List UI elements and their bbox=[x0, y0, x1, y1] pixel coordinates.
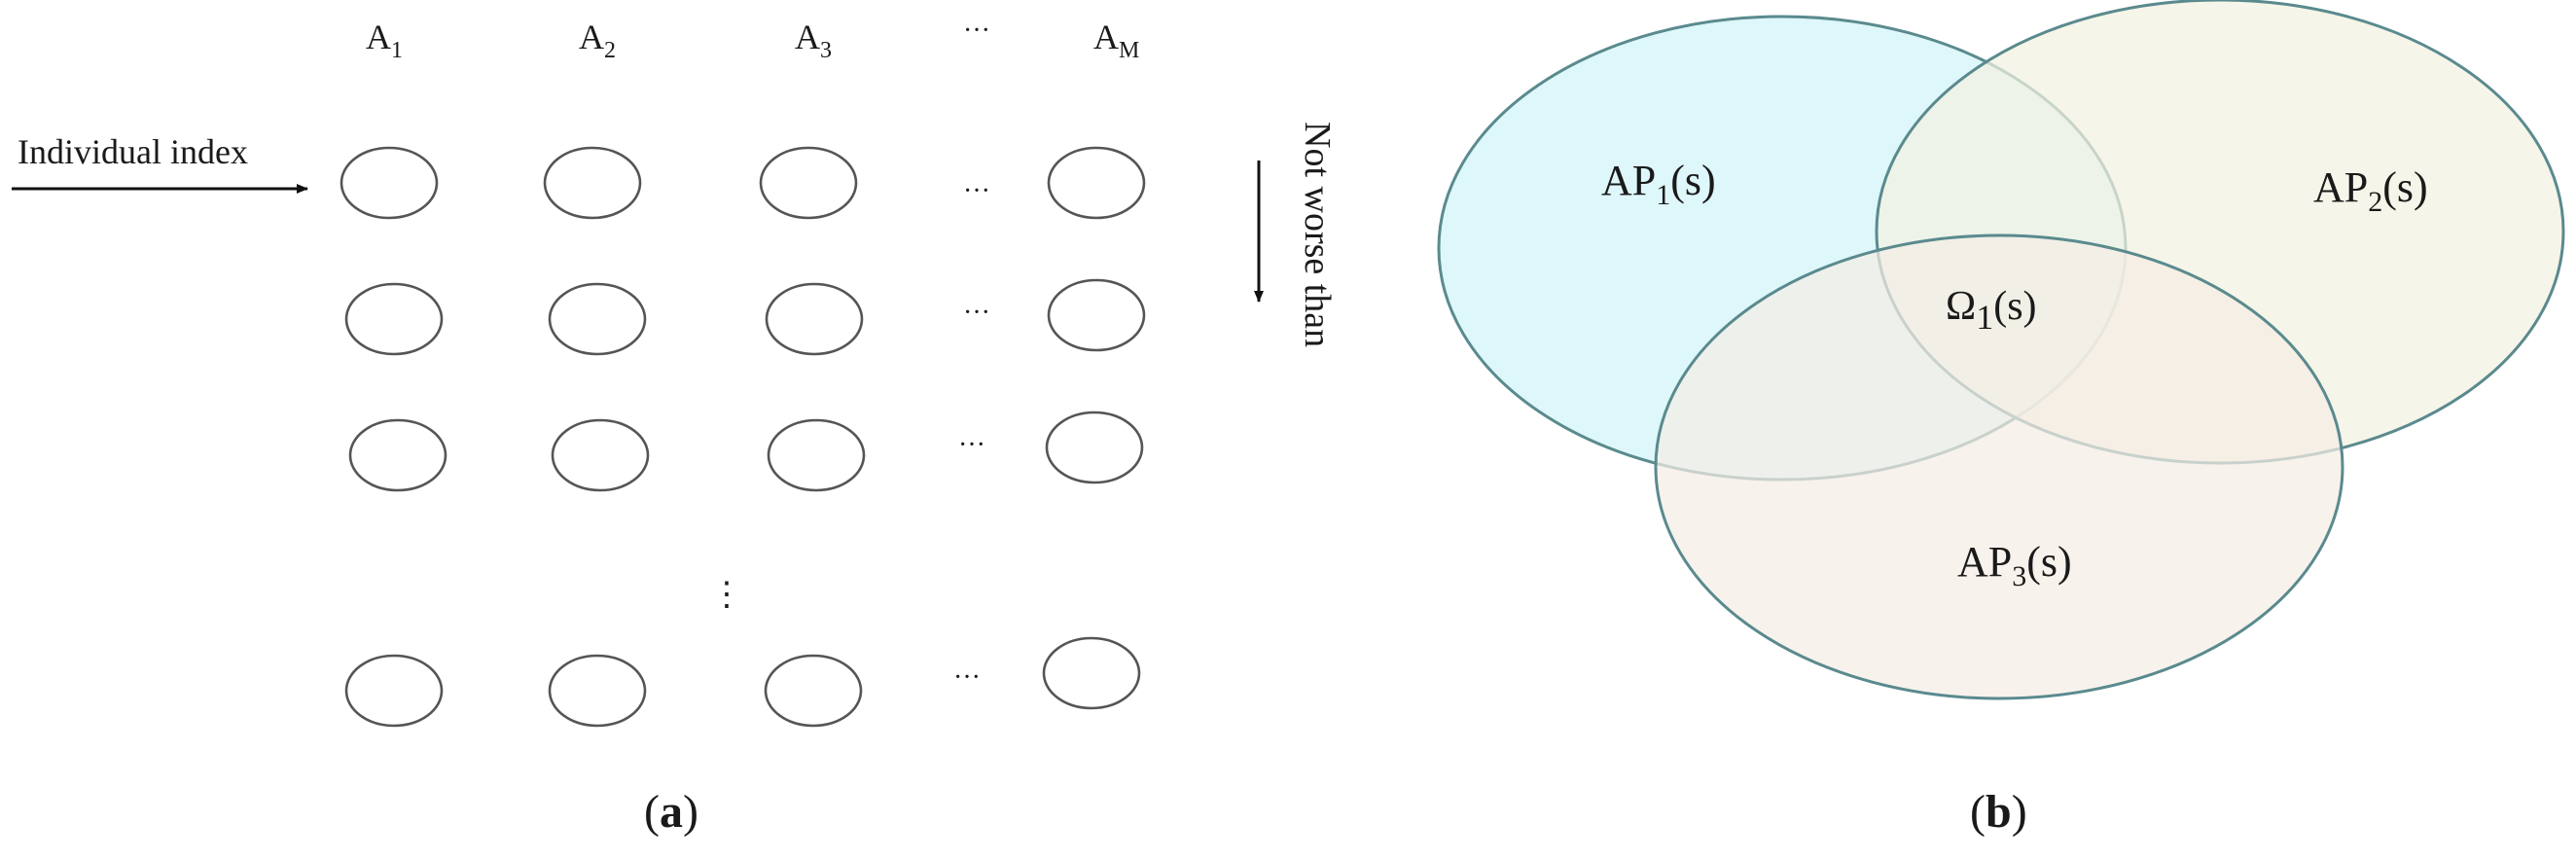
matrix-node bbox=[344, 282, 444, 356]
vertical-ellipsis: ⋮ bbox=[710, 577, 743, 613]
matrix-node bbox=[765, 282, 864, 356]
row-ellipsis: ··· bbox=[963, 298, 990, 328]
matrix-node bbox=[1045, 411, 1144, 484]
column-header-a3: A3 bbox=[795, 18, 832, 63]
panel-b: AP1(s) AP2(s) AP3(s) Ω1(s) (b) bbox=[1437, 0, 2565, 838]
row-ellipsis: ··· bbox=[963, 176, 990, 206]
matrix-node bbox=[767, 418, 866, 492]
not-worse-than-label: Not worse than bbox=[1297, 122, 1338, 347]
column-header-ellipsis: ··· bbox=[963, 16, 990, 46]
caption-b: (b) bbox=[1970, 786, 2027, 838]
column-header-am: AM bbox=[1093, 18, 1139, 63]
caption-a: (a) bbox=[644, 786, 698, 838]
row-ellipsis: ··· bbox=[953, 662, 981, 693]
set-ap3-label: AP3(s) bbox=[1957, 538, 2072, 592]
matrix-node bbox=[1047, 146, 1146, 220]
matrix-node bbox=[1042, 636, 1141, 710]
matrix-node bbox=[551, 418, 650, 492]
matrix-node bbox=[348, 418, 447, 492]
matrix-node bbox=[1047, 278, 1146, 352]
column-header-a2: A2 bbox=[579, 18, 616, 63]
set-ap3 bbox=[1654, 233, 2344, 700]
panel-a: A1 A2 A3 ··· AM Individual index ··· ···… bbox=[12, 16, 1338, 838]
set-ap2-label: AP2(s) bbox=[2313, 163, 2428, 218]
intersection-label: Ω1(s) bbox=[1946, 284, 2037, 337]
column-header-a1: A1 bbox=[366, 18, 403, 63]
individual-index-label: Individual index bbox=[18, 132, 248, 171]
matrix-node bbox=[764, 654, 863, 728]
matrix-node bbox=[344, 654, 444, 728]
matrix-node bbox=[543, 146, 642, 220]
matrix-node bbox=[548, 282, 647, 356]
matrix-node bbox=[548, 654, 647, 728]
row-ellipsis: ··· bbox=[958, 430, 985, 460]
set-ap1-label: AP1(s) bbox=[1601, 157, 1716, 211]
matrix-node bbox=[340, 146, 439, 220]
matrix-node bbox=[759, 146, 858, 220]
